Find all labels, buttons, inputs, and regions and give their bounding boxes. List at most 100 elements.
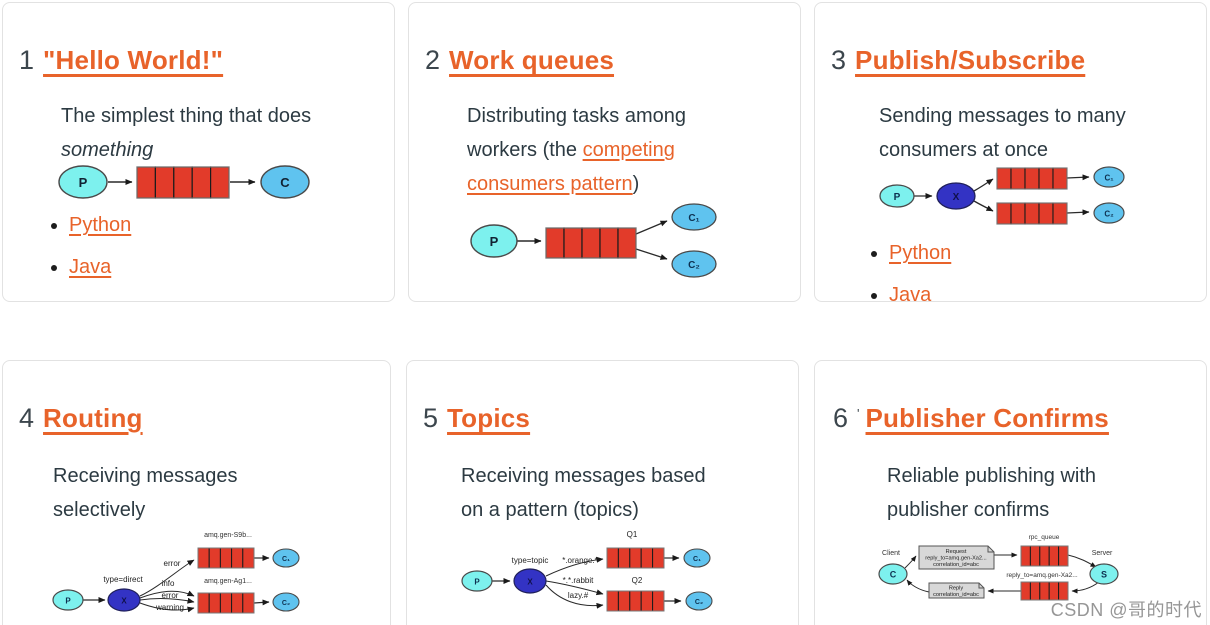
client-label: Client <box>882 550 900 557</box>
card-title-line: 1 "Hello World!" <box>19 45 223 76</box>
python-link[interactable]: Python <box>889 242 952 264</box>
consumer2-node <box>1093 202 1125 224</box>
tutorial-number: 6 <box>833 403 849 433</box>
consumer1-label: C₁ <box>688 213 699 224</box>
card-title-line: 2 Work queues <box>425 45 614 76</box>
list-item: Python <box>889 243 951 264</box>
arrow <box>139 559 195 597</box>
topics-diagram: Q1 Q2 type=topic *.orange.* *.*.rabbit l… <box>461 530 713 612</box>
arrow <box>973 200 994 212</box>
card-title-line: 5 Topics <box>423 403 530 434</box>
arrow <box>545 584 604 609</box>
tutorial-title-link[interactable]: Topics <box>447 403 531 433</box>
arrow <box>253 599 270 606</box>
tutorial-description: The simplest thing that does something <box>61 99 346 167</box>
card-title-line: 4 Routing <box>19 403 143 434</box>
consumer2-node <box>272 592 300 612</box>
consumer2-label: C₂ <box>1104 210 1114 219</box>
producer-label: P <box>65 597 71 606</box>
arrow <box>635 220 668 235</box>
exchange-label: X <box>121 597 127 606</box>
binding-key-label: error <box>164 559 181 568</box>
csdn-watermark: CSDN @哥的时代 <box>1050 600 1202 620</box>
producer-label: P <box>79 175 88 190</box>
list-item: Java <box>889 285 951 302</box>
reply-title: Reply <box>949 586 964 592</box>
java-link[interactable]: Java <box>69 256 112 278</box>
publish-subscribe-diagram: P X C₁ C₂ <box>879 166 1125 225</box>
consumer1-label: C₁ <box>282 556 290 563</box>
tutorial-description: Distributing tasks among workers (the co… <box>467 99 722 201</box>
binding-key-label: error <box>162 591 179 600</box>
producer-node <box>461 570 493 592</box>
tutorial-number: 4 <box>19 403 35 433</box>
consumer2-node <box>685 591 713 611</box>
tutorial-title-link[interactable]: Publisher Confirms <box>865 403 1109 433</box>
tutorial-title-link[interactable]: "Hello World!" <box>43 45 224 75</box>
rpc-queue-label: rpc_queue <box>1029 534 1060 541</box>
consumer-label: C <box>280 175 290 190</box>
binding-key-label: info <box>162 579 175 588</box>
queue-shape <box>606 547 665 569</box>
work-queues-diagram: P C₁ C₂ <box>470 203 717 278</box>
binding-key-label: lazy.# <box>568 591 589 600</box>
exchange-node <box>107 588 141 612</box>
queue-shape <box>545 227 637 259</box>
routing-diagram: amq.gen-S9b... amq.gen-Ag1... type=direc… <box>52 532 300 614</box>
tutorial-number: 5 <box>423 403 439 433</box>
queue2-name-label: Q2 <box>632 576 643 585</box>
tutorial-title-link[interactable]: Routing <box>43 403 143 433</box>
reply-correlation-id: correlation_id=abc <box>933 592 979 598</box>
list-item: Python <box>69 215 131 236</box>
tutorial-card-routing: 4 Routing Receiving messages selectively <box>2 360 391 625</box>
request-note: Request reply_to=amq.gen-Xa2... correlat… <box>918 545 995 570</box>
request-reply-to: reply_to=amq.gen-Xa2... <box>925 556 987 562</box>
tutorial-number: 1 <box>19 45 35 75</box>
queue-shape <box>197 592 255 614</box>
tutorial-description: Receiving messages based on a pattern (t… <box>461 465 706 521</box>
tutorial-description: Sending messages to many consumers at on… <box>879 105 1126 161</box>
tutorial-title-link[interactable]: Publish/Subscribe <box>855 45 1086 75</box>
arrow <box>1067 554 1097 568</box>
client-node-label: C <box>890 570 897 580</box>
tutorial-card-hello-world: 1 "Hello World!" The simplest thing that… <box>2 2 395 302</box>
queue-shape <box>996 202 1068 225</box>
tutorial-card-work-queues: 2 Work queues Distributing tasks among w… <box>408 2 801 302</box>
python-link[interactable]: Python <box>69 214 132 236</box>
consumer2-label: C₂ <box>282 600 290 607</box>
request-correlation-id: correlation_id=abc <box>933 562 979 568</box>
queue2-name-label: amq.gen-Ag1... <box>204 578 252 585</box>
producer-label: P <box>894 192 901 203</box>
consumer1-node <box>272 548 300 568</box>
server-node-label: S <box>1101 570 1107 580</box>
exchange-label: X <box>527 578 533 587</box>
arrow <box>1066 174 1090 181</box>
hello-world-diagram: P C <box>58 165 310 199</box>
producer-node <box>470 224 518 258</box>
exchange-type-label: type=topic <box>512 556 549 565</box>
producer-node <box>58 165 108 199</box>
client-node <box>878 563 908 585</box>
consumer1-node <box>683 548 711 568</box>
consumer1-label: C₁ <box>693 556 701 563</box>
producer-label: P <box>490 234 499 249</box>
consumer1-node <box>671 203 717 231</box>
tutorial-number: 2 <box>425 45 441 75</box>
consumer1-label: C₁ <box>1104 174 1114 183</box>
number-tick-mark: ' <box>857 406 860 421</box>
consumer1-node <box>1093 166 1125 188</box>
producer-node <box>879 184 915 208</box>
queue-shape <box>996 167 1068 190</box>
description-text: The simplest thing that does <box>61 105 312 127</box>
consumer2-node <box>671 250 717 278</box>
tutorial-title-link[interactable]: Work queues <box>449 45 615 75</box>
java-link[interactable]: Java <box>889 284 932 302</box>
arrow <box>635 248 668 260</box>
exchange-label: X <box>953 192 960 203</box>
tutorial-card-publish-subscribe: 3 Publish/Subscribe Sending messages to … <box>814 2 1207 302</box>
description-text: ) <box>632 173 640 195</box>
competing-consumers-link[interactable]: competing consumers pattern <box>467 139 675 195</box>
queue-shape <box>136 166 230 199</box>
exchange-node <box>936 182 976 210</box>
